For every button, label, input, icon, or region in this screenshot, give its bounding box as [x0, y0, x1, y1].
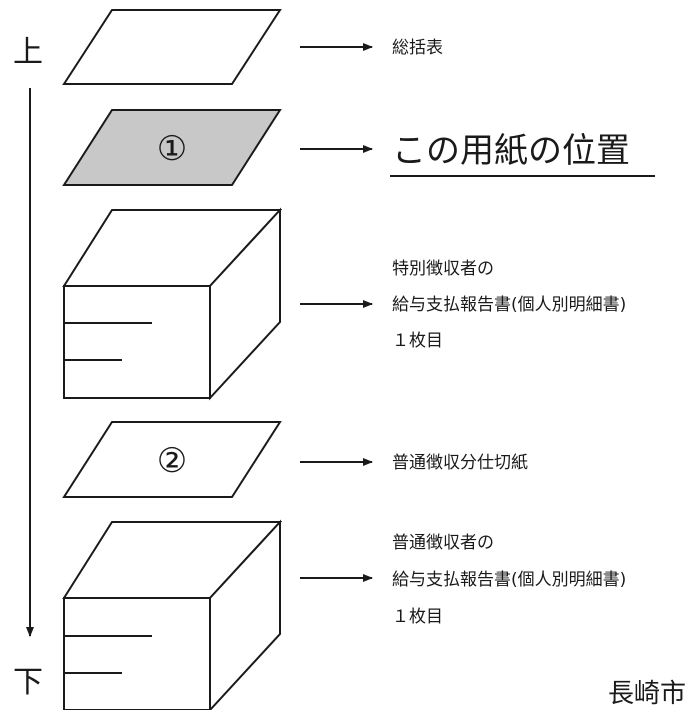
normal-collection-label-line1: 普通徴収者の [392, 533, 494, 553]
summary-label: 総括表 [392, 38, 443, 58]
top-label: 上 [13, 35, 43, 70]
marker-1: ① [157, 129, 187, 169]
normal-collection-label-line2: 給与支払報告書(個人別明細書) [392, 570, 626, 590]
special-collection-label-line2: 給与支払報告書(個人別明細書) [392, 295, 626, 315]
special-collection-label-line1: 特別徴収者の [392, 259, 494, 279]
normal-divider-label: 普通徴収分仕切紙 [392, 453, 528, 473]
normal-divider-sheet [62, 421, 282, 498]
special-collection-label-line3: １枚目 [392, 331, 443, 351]
marker-2: ② [157, 441, 187, 481]
special-collection-stack [62, 207, 283, 401]
city-name: 長崎市 [608, 679, 686, 709]
this-sheet [62, 109, 282, 186]
summary-sheet [62, 9, 282, 85]
bottom-label: 下 [13, 665, 43, 700]
normal-collection-label-line3: １枚目 [392, 607, 443, 627]
normal-collection-stack [62, 519, 283, 710]
this-sheet-label: この用紙の位置 [392, 131, 630, 171]
